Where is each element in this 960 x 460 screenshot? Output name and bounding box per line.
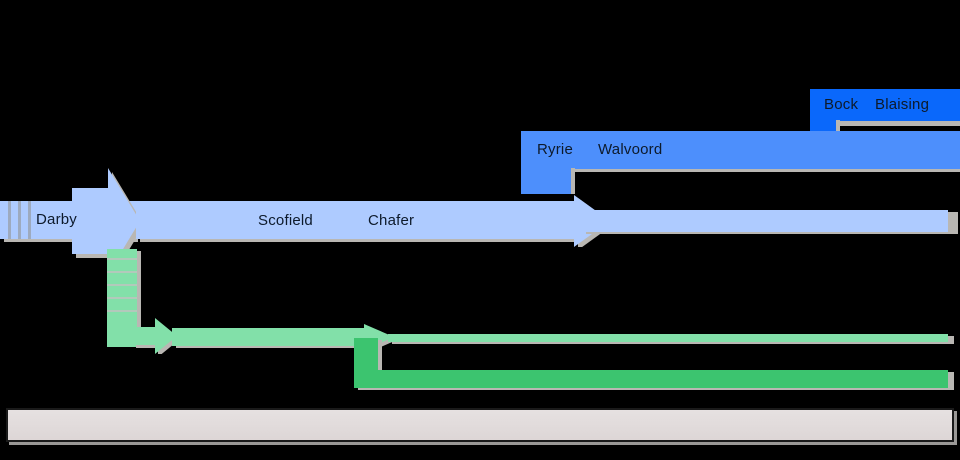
light-blue-body: [136, 201, 578, 239]
label-blaising: Blaising: [875, 96, 930, 113]
blue-descender: [521, 166, 571, 194]
green-gridline-3: [107, 284, 137, 286]
label-scofield: Scofield: [258, 212, 313, 229]
axis-bar[interactable]: [6, 408, 954, 442]
green-gridline-1: [107, 258, 137, 260]
light-green-strip: [388, 334, 948, 342]
label-chafer: Chafer: [368, 212, 415, 229]
blue-bar: [521, 131, 960, 169]
bright-blue-bar: [810, 89, 960, 121]
gridline-1: [8, 201, 11, 239]
light-blue-strip: [582, 210, 948, 232]
light-green-shaft: [172, 328, 368, 346]
gridline-3: [28, 201, 31, 239]
gridline-2: [18, 201, 21, 239]
label-darby: Darby: [36, 211, 78, 228]
label-ryrie: Ryrie: [537, 141, 574, 158]
light-green-arrowhead: [133, 318, 177, 354]
green-bar: [354, 370, 948, 388]
label-walvoord: Walvoord: [598, 141, 663, 158]
green-gridline-5: [107, 310, 137, 312]
label-bock: Bock: [824, 96, 859, 113]
green-gridline-4: [107, 297, 137, 299]
green-gridline-2: [107, 271, 137, 273]
light-blue-arrowhead: [72, 168, 140, 274]
